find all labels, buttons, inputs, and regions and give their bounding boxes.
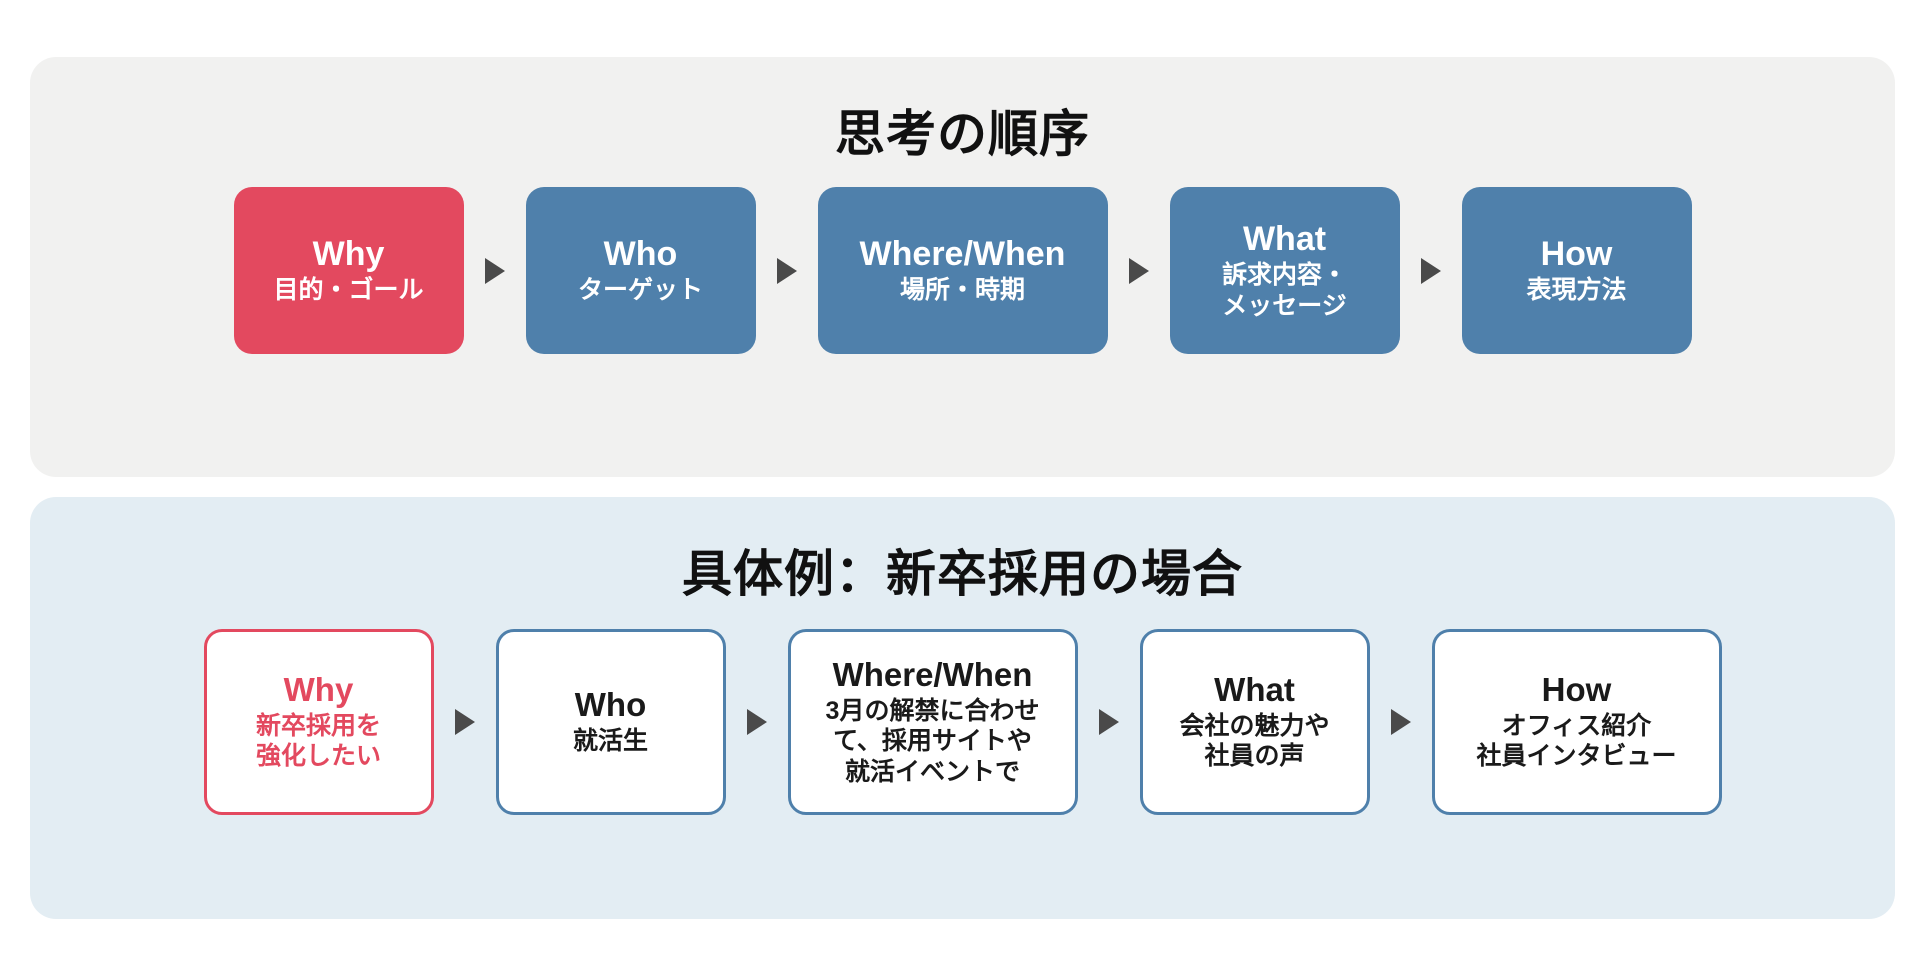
step-box-subtitle-line: 新卒採用を <box>255 711 381 740</box>
step-box-subtitle: 就活生 <box>573 726 648 757</box>
triangle-right-icon <box>1400 256 1462 286</box>
panel-concrete-example-title: 具体例：新卒採用の場合 <box>682 546 1243 602</box>
triangle-right-icon <box>1370 707 1432 737</box>
step-box-title: What <box>1242 219 1327 258</box>
step-box-subtitle: 表現方法 <box>1526 275 1626 306</box>
triangle-right-icon <box>1078 707 1140 737</box>
step-box-subtitle-line: メッセージ <box>1222 291 1347 320</box>
step-box-subtitle-line: ターゲット <box>577 276 703 305</box>
step-box-subtitle-line: 就活生 <box>572 727 648 756</box>
step-box-subtitle-line: オフィス紹介 <box>1501 711 1652 740</box>
step-box-subtitle-line: 就活イベントで <box>844 757 1020 786</box>
step-box-title: How <box>1541 671 1612 709</box>
step-box-subtitle: 目的・ゴール <box>273 275 423 306</box>
step-box-subtitle-line: 強化したい <box>255 742 381 771</box>
step-box-subtitle: 3月の解禁に合わせて、採用サイトや就活イベントで <box>826 696 1040 788</box>
step-box-subtitle-line: 表現方法 <box>1526 276 1627 305</box>
step-box-subtitle-line: 会社の魅力や <box>1179 711 1330 740</box>
triangle-right-icon <box>434 707 496 737</box>
step-box-title: How <box>1540 235 1613 274</box>
step-box-title: Why <box>283 671 354 709</box>
step-box-subtitle-line: 訴求内容・ <box>1221 261 1347 290</box>
step-box-title: Why <box>312 235 385 274</box>
step-box-title: What <box>1214 671 1295 709</box>
step-box-title: Who <box>574 686 647 724</box>
step-box-title: Where/When <box>832 655 1033 693</box>
triangle-right-icon <box>1108 256 1170 286</box>
panel-thinking-order-title: 思考の順序 <box>835 106 1090 162</box>
step-box-subtitle-line: 社員の声 <box>1204 742 1305 771</box>
step-box-subtitle-line: 社員インタビュー <box>1476 742 1677 771</box>
step-box-subtitle-line: 場所・時期 <box>899 276 1025 305</box>
step-box-who[interactable]: Who 就活生 <box>495 629 726 815</box>
step-box-subtitle-line: 目的・ゴール <box>273 276 424 305</box>
step-box-subtitle-line: て、採用サイトや <box>833 727 1032 756</box>
triangle-right-icon <box>726 707 788 737</box>
step-box-subtitle: 新卒採用を強化したい <box>256 711 381 772</box>
step-box-subtitle: オフィス紹介社員インタビュー <box>1476 711 1676 772</box>
step-box-title: Who <box>603 235 678 274</box>
triangle-right-icon <box>756 256 818 286</box>
step-box-subtitle: 会社の魅力や社員の声 <box>1179 711 1329 772</box>
triangle-right-icon <box>464 256 526 286</box>
step-box-subtitle-line: 3月の解禁に合わせ <box>825 696 1040 725</box>
step-box-subtitle: 訴求内容・メッセージ <box>1222 260 1347 321</box>
step-box-title: Where/When <box>859 235 1066 274</box>
step-box-subtitle: 場所・時期 <box>900 275 1025 306</box>
step-box-subtitle: ターゲット <box>578 275 703 306</box>
